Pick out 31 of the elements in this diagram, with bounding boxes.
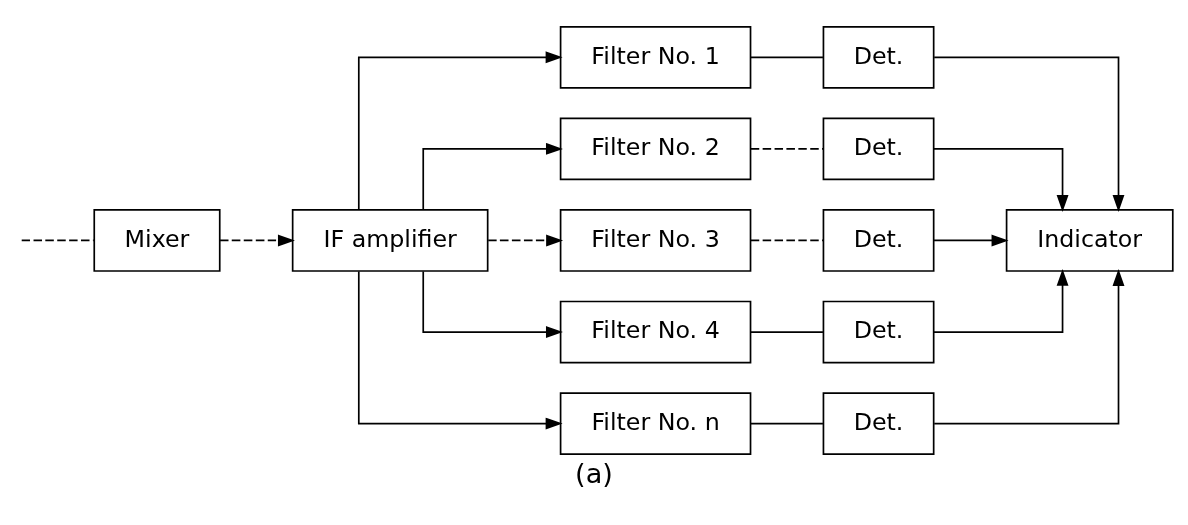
arrow xyxy=(357,270,563,430)
connector xyxy=(749,56,824,59)
connector xyxy=(749,148,824,150)
node-box: Det. xyxy=(822,25,935,89)
arrow xyxy=(933,234,1009,247)
node-box: Filter No. 4 xyxy=(559,300,752,364)
arrow xyxy=(932,268,1069,333)
arrow xyxy=(219,234,295,247)
node-box: Indicator xyxy=(1005,209,1174,272)
caption: (a) xyxy=(575,457,613,489)
arrow xyxy=(422,142,563,211)
node-box: Filter No. 3 xyxy=(559,209,752,272)
arrow xyxy=(933,56,1125,212)
connector xyxy=(749,422,824,425)
connector xyxy=(749,239,824,242)
connector xyxy=(20,239,95,242)
node-box: Det. xyxy=(822,300,935,364)
connector xyxy=(749,331,824,333)
arrow xyxy=(932,148,1069,213)
node-box: Filter No. n xyxy=(559,392,752,455)
arrow xyxy=(357,51,563,211)
node-box: Filter No. 1 xyxy=(559,25,752,89)
node-box: Filter No. 2 xyxy=(559,117,752,181)
arrow xyxy=(487,234,564,247)
node-box: Mixer xyxy=(93,209,221,272)
arrow xyxy=(933,268,1125,425)
arrow xyxy=(422,270,563,338)
node-box: IF amplifier xyxy=(291,209,489,272)
node-box: Det. xyxy=(822,117,935,181)
node-box: Det. xyxy=(822,392,935,455)
node-box: Det. xyxy=(822,209,935,272)
